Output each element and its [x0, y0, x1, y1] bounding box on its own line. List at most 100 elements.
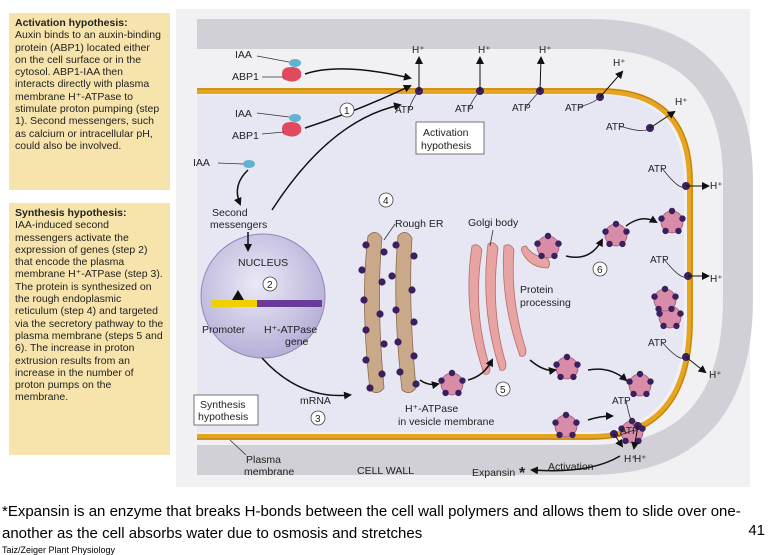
er-cisterna-2: [395, 232, 417, 393]
ribosome: [410, 252, 418, 260]
golgi-to-vesicle-arrow-2: [529, 359, 557, 376]
activation-panel-heading: Activation hypothesis:: [15, 17, 128, 29]
atp-label: ATP: [565, 103, 584, 114]
vesicle-pump: [677, 310, 684, 317]
vesicle-pump: [673, 322, 680, 330]
vesicle-pump: [573, 419, 580, 426]
ribosome: [396, 368, 404, 376]
vesicle: [658, 207, 686, 235]
expansin-footnote: *Expansin is an enzyme that breaks H-bon…: [2, 503, 741, 542]
proton-efflux-arrow: [613, 433, 624, 448]
expansin-asterisk: *: [519, 465, 526, 482]
vesicle-pump: [635, 437, 642, 445]
iaa-label-1: IAA: [235, 49, 252, 61]
rough-er-label: Rough ER: [395, 218, 444, 230]
atpase-gene-segment: [257, 300, 322, 307]
atp-label: ATP: [606, 122, 625, 133]
promoter-label: Promoter: [202, 324, 246, 336]
messengers-to-pump-arrow: [271, 102, 402, 211]
atpase-vesicles: [438, 207, 686, 445]
iaa-label-2: IAA: [235, 108, 252, 120]
svg-text:3: 3: [315, 414, 321, 425]
vesicle-pump: [662, 227, 669, 235]
vesicle-pump: [574, 361, 581, 368]
rough-er-pointer: [383, 223, 396, 241]
atp-label: ATP: [395, 105, 414, 116]
vesicle-pump: [555, 240, 562, 247]
second-messengers-label-1: Second: [212, 207, 248, 219]
vesicle-to-golgi-arrow: [467, 358, 493, 381]
abp1-label-2: ABP1: [232, 130, 259, 142]
vesicle-to-membrane-arrow-2: [587, 368, 628, 382]
vesicle-pump: [668, 207, 676, 215]
cell-wall-label: CELL WALL: [357, 465, 414, 477]
step-6-marker: 6: [592, 261, 608, 277]
er-ribosomes: [358, 241, 420, 392]
ribosome: [388, 272, 396, 280]
expansin-label: Expansin: [472, 467, 515, 479]
h-plus-label: H⁺: [539, 45, 552, 56]
ribosome: [376, 310, 384, 318]
svg-text:6: 6: [597, 265, 603, 276]
proton-efflux-arrow: [649, 110, 676, 129]
ribosome: [412, 380, 420, 388]
atp-label: ATP: [612, 396, 631, 407]
vesicle: [602, 220, 630, 248]
vesicle-pump: [606, 240, 613, 248]
golgi-body: [468, 242, 550, 375]
vesicle-pump: [643, 390, 650, 398]
vesicle: [552, 411, 580, 439]
abp1-pointer-2: [261, 131, 285, 135]
golgi-to-vesicle-arrow: [565, 238, 603, 258]
h-plus-label: H⁺: [675, 97, 688, 108]
ribosome: [380, 340, 388, 348]
cytoplasm: [197, 95, 684, 432]
vesicle-pump: [551, 252, 558, 260]
vesicle-pump: [668, 305, 675, 313]
vesicle-pump: [672, 293, 679, 300]
vesicle-pump: [679, 215, 686, 222]
vesicle-pump: [553, 361, 560, 368]
vesicle-pump: [675, 227, 682, 235]
proton-efflux-arrow: [631, 425, 640, 450]
mrna-label: mRNA: [300, 395, 331, 407]
vesicle-pump: [612, 220, 620, 228]
abp1-to-pump-arrow: [304, 68, 412, 81]
svg-text:4: 4: [383, 196, 389, 207]
abp1-to-pump-arrow-2: [304, 84, 412, 129]
vesicle-label-2: in vesicle membrane: [398, 416, 494, 428]
second-messengers-label-2: messengers: [210, 219, 267, 231]
rough-er: [364, 232, 417, 393]
vesicle-pump: [626, 378, 633, 385]
proton-efflux-arrow: [685, 356, 707, 374]
vesicle-label-1: H⁺-ATPase: [405, 403, 458, 415]
vesicle-pump: [619, 240, 626, 248]
vesicle-pump: [655, 305, 662, 313]
abp1-iaa-complex-1: [282, 59, 302, 82]
ribosome: [410, 352, 418, 360]
h-plus-label: H⁺: [412, 45, 425, 56]
vesicle-pump: [538, 252, 545, 260]
vesicle-pump: [459, 377, 466, 384]
vesicle-pump: [618, 425, 625, 432]
vesicle: [553, 353, 581, 381]
abp1-label-1: ABP1: [232, 71, 259, 83]
iaa-molecule: [289, 59, 301, 67]
nucleus-label: NUCLEUS: [238, 257, 288, 269]
vesicle-to-membrane-arrow-3: [587, 412, 614, 421]
iaa-pointer-1: [256, 55, 290, 63]
iaa-to-messengers-arrow: [233, 169, 249, 206]
atp-label: ATP: [650, 255, 669, 266]
iaa-label-3: IAA: [193, 157, 210, 169]
protein-processing-label-1: Protein: [520, 284, 553, 296]
synthesis-hypothesis-label-2: hypothesis: [198, 411, 248, 423]
ribosome: [378, 278, 386, 286]
iaa-pointer-2: [256, 112, 290, 118]
vesicle-pump: [660, 322, 667, 330]
vesicle-pump: [647, 378, 654, 385]
golgi-body-label: Golgi body: [468, 217, 519, 229]
